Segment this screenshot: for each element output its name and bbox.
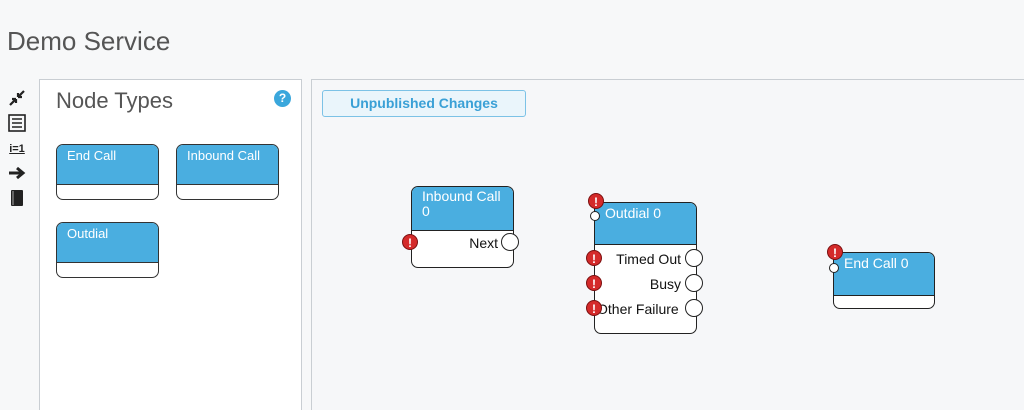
node-title: Outdial 0	[595, 203, 696, 245]
output-port-other-failure[interactable]	[685, 299, 703, 317]
node-type-label: Outdial	[57, 223, 158, 263]
input-port[interactable]	[829, 263, 839, 273]
port-label-busy: Busy	[649, 276, 681, 292]
node-types-title: Node Types	[56, 88, 174, 113]
node-title: Inbound Call 0	[412, 187, 513, 231]
output-port-busy[interactable]	[685, 274, 703, 292]
numbering-icon[interactable]: i=1	[9, 143, 25, 155]
port-label-timed-out: Timed Out	[616, 251, 681, 267]
list-icon[interactable]	[6, 113, 28, 135]
node-type-inbound-call[interactable]: Inbound Call	[176, 144, 279, 200]
unpublished-changes-badge[interactable]: Unpublished Changes	[322, 90, 526, 117]
error-icon: !	[586, 275, 602, 291]
node-end-call[interactable]: End Call 0 !	[827, 244, 935, 309]
node-types-panel: Node Types ? End Call Inbound Call Outdi…	[39, 79, 302, 410]
error-icon: !	[586, 250, 602, 266]
node-type-label: End Call	[57, 145, 158, 185]
port-label-next: Next	[469, 235, 498, 251]
node-type-outdial[interactable]: Outdial	[56, 222, 159, 278]
node-outdial[interactable]: Outdial 0 ! Timed Out ! Busy ! Other Fai…	[586, 193, 703, 334]
book-icon[interactable]	[6, 188, 28, 210]
error-icon: !	[588, 193, 604, 209]
help-icon[interactable]: ?	[274, 90, 291, 107]
node-type-end-call[interactable]: End Call	[56, 144, 159, 200]
output-port-timed-out[interactable]	[685, 249, 703, 267]
error-icon: !	[586, 300, 602, 316]
page-title: Demo Service	[7, 26, 171, 56]
flow-canvas[interactable]: Unpublished Changes Inbound Call 0 Next …	[311, 79, 1024, 410]
error-icon: !	[827, 244, 843, 260]
arrow-right-icon[interactable]	[6, 163, 28, 185]
node-title: End Call 0	[834, 253, 934, 296]
input-port[interactable]	[590, 211, 600, 221]
port-label-other-failure: Other Failure	[597, 301, 679, 317]
node-type-label: Inbound Call	[177, 145, 278, 185]
node-inbound-call[interactable]: Inbound Call 0 Next !	[402, 186, 519, 268]
error-icon: !	[402, 234, 418, 250]
left-toolbar: i=1	[6, 88, 32, 213]
collapse-icon[interactable]	[6, 88, 28, 110]
output-port-next[interactable]	[501, 233, 519, 251]
